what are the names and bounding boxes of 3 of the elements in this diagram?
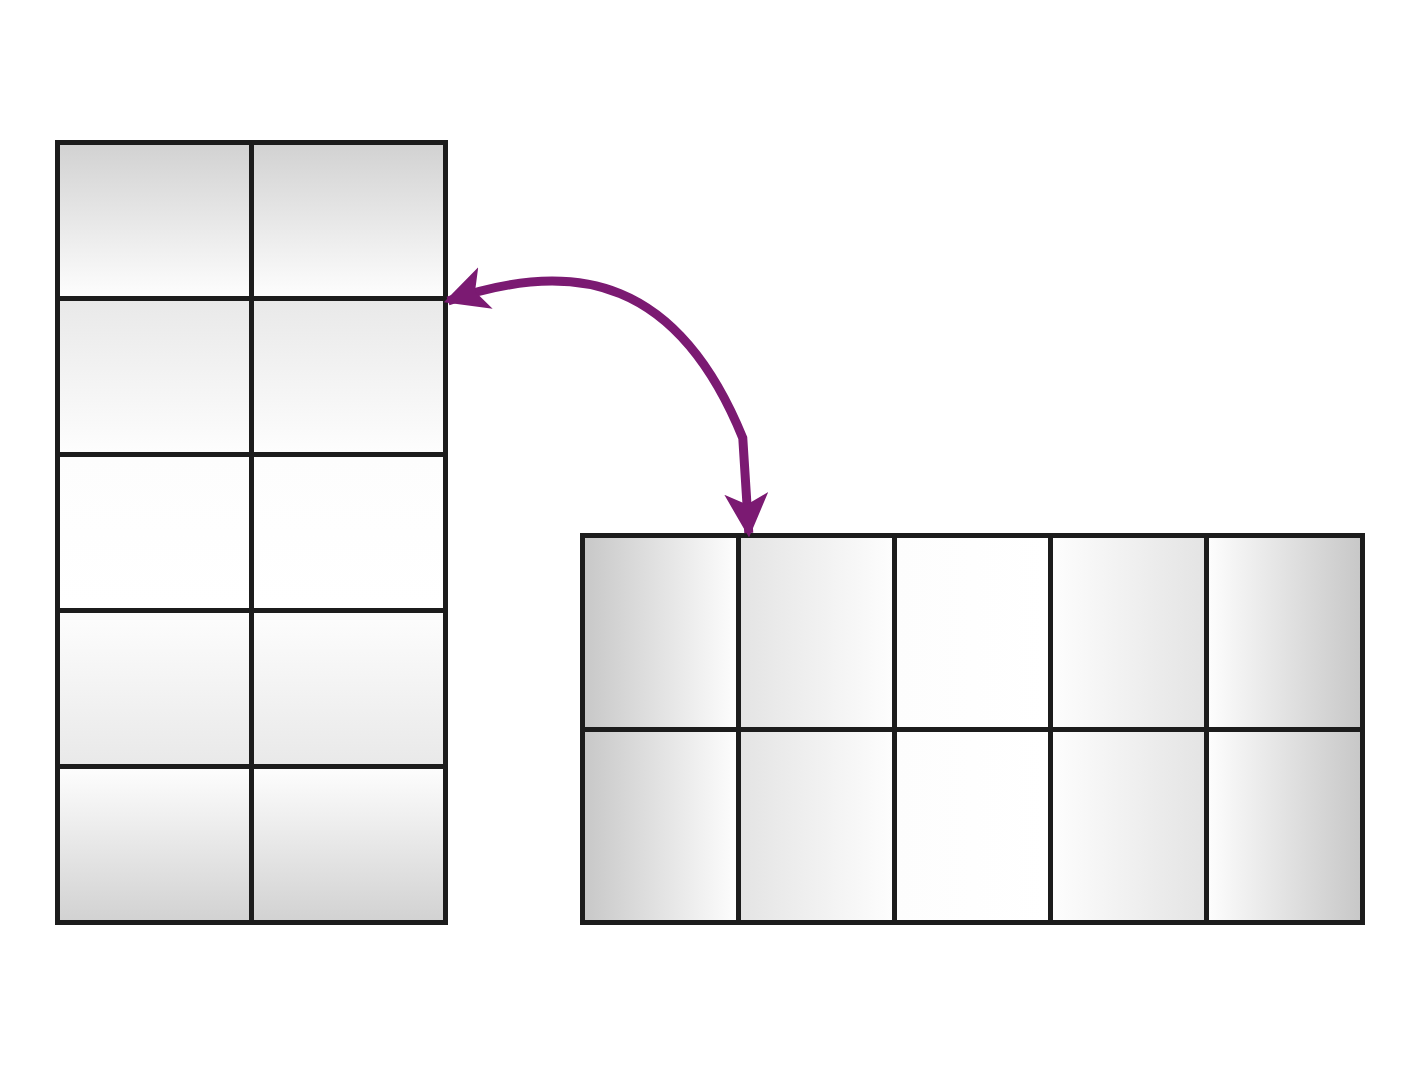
mirror-drawing bbox=[55, 140, 448, 925]
double-arrow bbox=[443, 268, 769, 538]
mirror-drawing bbox=[580, 533, 1365, 925]
